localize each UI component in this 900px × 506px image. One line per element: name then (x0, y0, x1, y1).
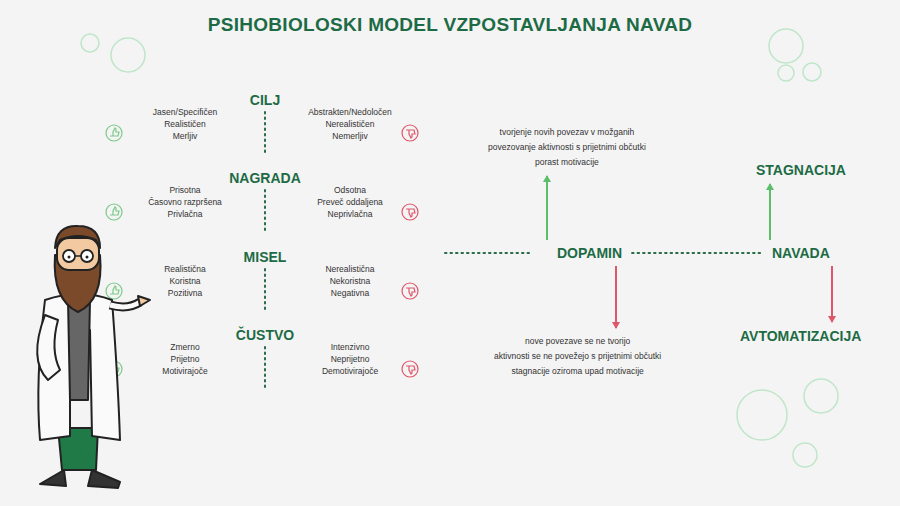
negative-trait: Abstrakten/Nedoločen (308, 106, 392, 118)
dotted-separators (265, 112, 530, 390)
negative-trait: Preveč oddaljena (317, 196, 383, 208)
negative-effects: nove povezave se ne tvorijoaktivnosti se… (490, 332, 665, 381)
factor-heading: CILJ (250, 92, 280, 108)
dopamine-node: DOPAMIN (553, 243, 626, 263)
diagram-title: PSIHOBIOLOSKI MODEL VZPOSTAVLJANJA NAVAD (208, 14, 693, 36)
node-text: NAVADA (772, 245, 830, 261)
factor-heading: ČUSTVO (236, 327, 294, 343)
positive-trait: Privlačna (168, 208, 203, 220)
positive-trait: Prijetno (171, 353, 200, 365)
negative-trait: Neprijetno (331, 353, 370, 365)
negative-trait: Intenzivno (331, 341, 370, 353)
positive-trait: Časovno razpršena (148, 196, 222, 208)
node-text: STAGNACIJA (756, 162, 846, 178)
node-text: DOPAMIN (557, 245, 622, 261)
node-text: porast motivacije (488, 155, 646, 170)
scientist-illustration (37, 226, 150, 488)
factor-heading: NAGRADA (229, 170, 301, 186)
node-text: AVTOMATIZACIJA (740, 328, 861, 344)
stagnation-node: STAGNACIJA (752, 160, 850, 180)
positive-trait: Pozitivna (168, 287, 203, 299)
habit-node: NAVADA (768, 243, 834, 263)
positive-trait: Zmerno (170, 341, 199, 353)
positive-trait: Motivirajoče (162, 365, 207, 377)
positive-trait: Realistična (164, 263, 206, 275)
node-text: povezovanje aktivnosti s prijetnimi obču… (488, 140, 646, 155)
positive-effects: tvorjenje novih povezav v možganihpovezo… (484, 123, 650, 172)
negative-trait: Nerealistična (325, 263, 374, 275)
positive-trait: Prisotna (169, 184, 200, 196)
bubbles (81, 29, 838, 467)
arrow-connector (546, 176, 548, 240)
dotted-connector (632, 252, 762, 254)
node-text: tvorjenje novih povezav v možganih (488, 125, 646, 140)
thumb-icons (106, 125, 418, 377)
negative-trait: Nekoristna (330, 275, 371, 287)
positive-trait: Merljiv (173, 130, 198, 142)
negative-trait: Odsotna (334, 184, 366, 196)
factor-heading: MISEL (244, 249, 287, 265)
negative-trait: Nerealističen (325, 118, 374, 130)
node-text: aktivnosti se ne povežejo s prijetnimi o… (494, 349, 661, 364)
node-text: nove povezave se ne tvorijo (494, 334, 661, 349)
positive-trait: Realističen (164, 118, 206, 130)
negative-trait: Negativna (331, 287, 369, 299)
negative-trait: Demotivirajoče (322, 365, 378, 377)
node-text: stagnacije oziroma upad motivacije (494, 364, 661, 379)
positive-trait: Jasen/Specifičen (153, 106, 217, 118)
automation-node: AVTOMATIZACIJA (736, 326, 865, 346)
arrow-connector (769, 184, 771, 240)
arrow-connector (831, 266, 833, 322)
negative-trait: Neprivlačna (328, 208, 373, 220)
arrow-connector (615, 266, 617, 328)
negative-trait: Nemerljiv (332, 130, 367, 142)
positive-trait: Koristna (169, 275, 200, 287)
